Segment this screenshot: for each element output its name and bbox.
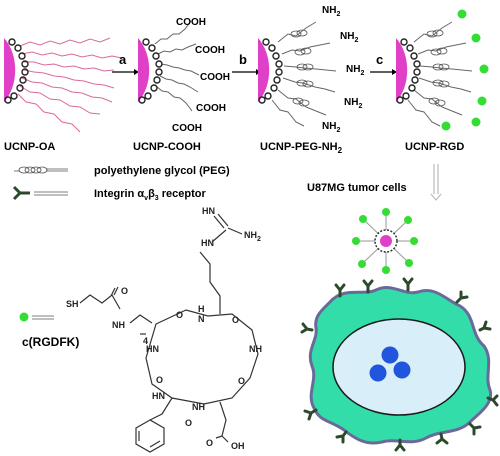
arrow-step-a: a: [112, 52, 139, 75]
atom-o-7: O: [206, 438, 213, 448]
arrow-right-icon: [392, 69, 397, 75]
amine-group-5: NH2: [322, 121, 340, 134]
receptor-icon: [362, 279, 374, 294]
peg-coil-icon: [290, 29, 314, 107]
surface-ligand-rings: [4, 38, 29, 104]
rgd-dot-icon: [19, 312, 29, 322]
receptor-icon: [303, 408, 318, 421]
legend-peg-label: polyethylene glycol (PEG): [94, 165, 230, 177]
rgd-peptide-dots: [441, 9, 489, 131]
amine-group-4: NH2: [344, 97, 362, 110]
tumor-cell-section: U87MG tumor cells: [300, 164, 499, 452]
surface-ligand-rings: [138, 38, 163, 104]
receptor-icon: [455, 290, 469, 304]
atom-o-5: O: [156, 375, 163, 385]
surface-ligand-rings: [396, 38, 421, 104]
atom-hn-2: HN: [146, 344, 159, 354]
receptor-icon: [394, 438, 406, 452]
arrow-step-b: b: [232, 52, 261, 75]
atom-o-3: O: [232, 315, 239, 325]
peg-coil-icon: [426, 29, 450, 107]
nucleoli: [369, 346, 411, 382]
peg-rgd-chains: [407, 21, 473, 127]
label-ucnp-rgd: UCNP-RGD: [405, 141, 464, 153]
legend-receptor: Integrin αvβ3 receptor: [12, 185, 206, 202]
step-c-label: c: [376, 52, 383, 67]
peg-chains: [271, 21, 337, 127]
receptor-icon: [468, 422, 482, 436]
receptor-icon: [335, 430, 348, 444]
receptor-icon: [486, 394, 499, 407]
oleic-acid-chains: [17, 37, 123, 133]
rgd-peptide-dots: [352, 208, 418, 274]
atom-nh2: NH2: [244, 230, 261, 243]
atom-o-4: O: [238, 376, 245, 386]
atom-four: 4: [143, 336, 148, 346]
atom-hn-3: HN: [201, 238, 214, 248]
panel-ucnp-cooh: COOH COOH COOH COOH COOH UCNP-COOH: [133, 17, 230, 153]
tumor-cell-label: U87MG tumor cells: [307, 182, 407, 194]
amine-group-2: NH2: [340, 31, 358, 44]
atom-sh: SH: [66, 299, 79, 309]
surface-ligand-rings: [258, 38, 283, 104]
cooh-group-2: COOH: [195, 45, 225, 56]
nanoparticle-icon: [396, 38, 408, 102]
cooh-group-1: COOH: [176, 17, 206, 28]
label-ucnp-cooh: UCNP-COOH: [133, 141, 201, 153]
atom-n-1: N: [198, 314, 205, 324]
amine-group-3: NH2: [346, 64, 364, 77]
atom-nh-3: NH: [192, 402, 205, 412]
nanoparticle-icon: [380, 235, 392, 247]
receptor-icons: [300, 277, 499, 452]
receptor-icon: [435, 432, 449, 445]
cooh-group-4: COOH: [196, 103, 226, 114]
legend-peg: polyethylene glycol (PEG): [14, 165, 230, 177]
label-ucnp-oa: UCNP-OA: [4, 141, 55, 153]
atom-o-2: O: [176, 310, 183, 320]
receptor-icon: [334, 283, 346, 298]
nanoparticle-icon: [4, 38, 16, 102]
atom-nh-2: NH: [249, 344, 262, 354]
rgd-nanoparticle: [352, 208, 418, 274]
peptide-name: c(RGDFK): [22, 335, 79, 349]
arrow-down-icon: [433, 164, 439, 194]
atom-h-1: H: [198, 304, 205, 314]
atom-hn-4: HN: [202, 206, 215, 216]
arrow-right-icon: [134, 69, 139, 75]
peptide-structure: c(RGDFK) SH O NH 4 O H N O NH O NH HN HN…: [19, 206, 262, 453]
panel-ucnp-rgd: UCNP-RGD: [396, 9, 489, 153]
atom-nh-1: NH: [112, 320, 125, 330]
receptor-icon: [478, 320, 492, 332]
atom-oh: OH: [231, 441, 245, 451]
receptor-icon: [300, 322, 314, 334]
amine-group-1: NH2: [322, 5, 340, 18]
receptor-icon: [402, 277, 414, 292]
legend: polyethylene glycol (PEG) Integrin αvβ3 …: [12, 165, 230, 202]
linker-bond-icon: [32, 315, 54, 320]
cooh-group-3: COOH: [200, 72, 230, 83]
step-a-label: a: [119, 52, 127, 67]
atom-o-1: O: [121, 286, 128, 296]
panel-ucnp-peg-nh2: NH2 NH2 NH2 NH2 NH2 UCNP-PEG-NH2: [258, 5, 364, 155]
label-ucnp-peg-nh2: UCNP-PEG-NH2: [260, 141, 343, 155]
carboxyl-chains: [154, 20, 200, 112]
nanoparticle-icon: [138, 38, 150, 102]
step-b-label: b: [239, 52, 247, 67]
peg-coil-icon: [14, 166, 68, 174]
arrow-step-c: c: [370, 52, 397, 75]
panel-ucnp-oa: UCNP-OA: [4, 37, 123, 153]
cooh-group-5: COOH: [172, 123, 202, 134]
legend-receptor-label: Integrin αvβ3 receptor: [94, 188, 206, 202]
atom-hn-1: HN: [152, 391, 165, 401]
arrow-down-head: [430, 193, 442, 201]
receptor-icon: [12, 185, 68, 201]
nanoparticle-icon: [258, 38, 270, 102]
atom-o-6: O: [185, 418, 192, 428]
